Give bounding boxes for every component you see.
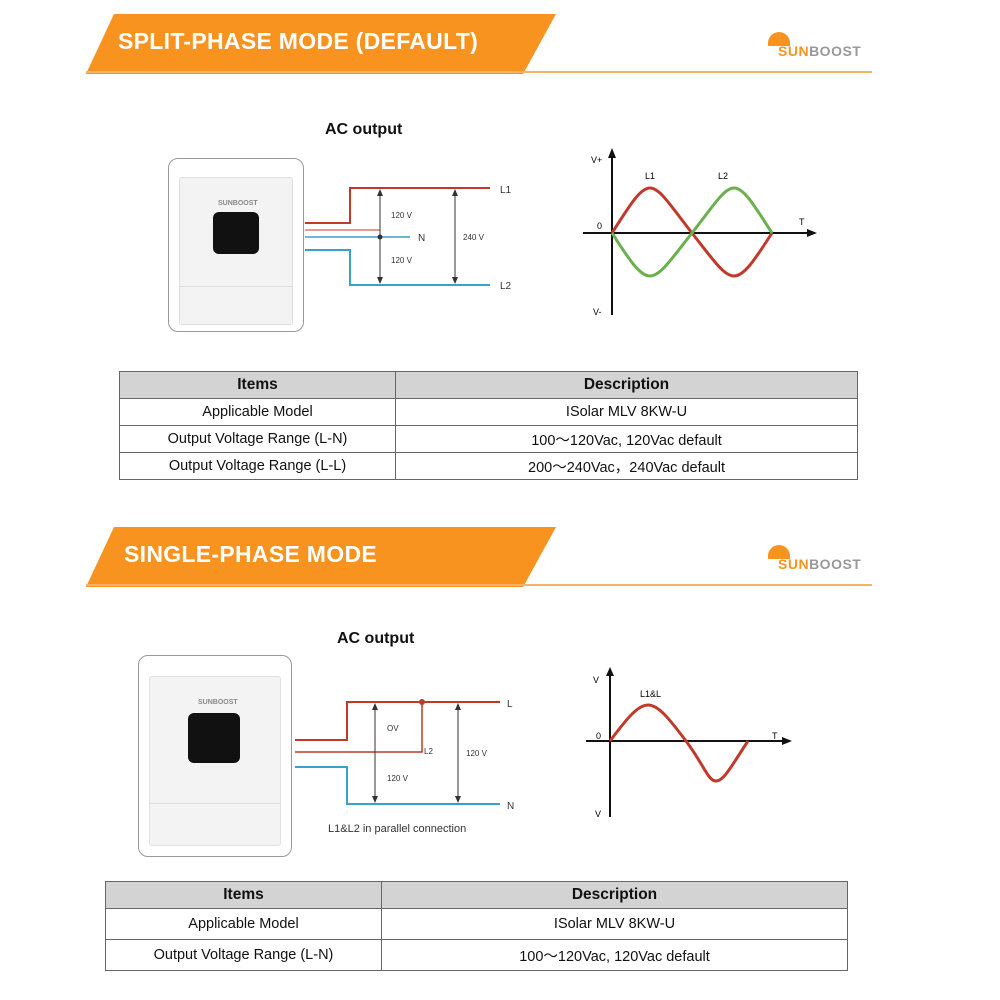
sunboost-logo: SUNBOOST	[768, 545, 878, 577]
table-cell: 100～120Vac, 120Vac default	[381, 939, 848, 971]
label-wave-l1l: L1&L	[640, 689, 661, 699]
header-items: Items	[119, 371, 396, 399]
section-title: SPLIT-PHASE MODE (DEFAULT)	[118, 28, 479, 54]
inverter-brand-label: SUNBOOST	[218, 200, 258, 207]
single-phase-waveform: V V 0 T L1&L	[586, 667, 792, 819]
label-l: L	[507, 699, 513, 710]
label-vminus: V-	[593, 307, 602, 317]
table-cell: Applicable Model	[105, 908, 382, 940]
label-120v-bottom: 120 V	[387, 774, 409, 783]
section-title: SINGLE-PHASE MODE	[124, 541, 378, 567]
split-phase-spec-table: Items Description Applicable Model ISola…	[119, 371, 858, 480]
inverter-icon: SUNBOOST	[179, 177, 293, 325]
parallel-caption: L1&L2 in parallel connection	[328, 823, 466, 835]
label-l2: L2	[500, 281, 512, 292]
table-header-row: Items Description	[119, 371, 858, 399]
label-v-top: V	[593, 675, 599, 685]
table-cell: Output Voltage Range (L-L)	[119, 452, 396, 480]
wire-n	[295, 766, 500, 805]
wire-l1	[305, 187, 490, 224]
label-t: T	[772, 731, 778, 741]
split-phase-waveform: V+ V- 0 T L1 L2	[583, 148, 817, 317]
split-phase-wiring-diagram: 120 V 120 V 240 V N L1 L2	[305, 185, 512, 292]
table-row: Output Voltage Range (L-N) 100～120Vac, 1…	[105, 939, 848, 971]
label-n: N	[507, 801, 514, 812]
label-vplus: V+	[591, 155, 602, 165]
label-wave-l2: L2	[718, 171, 728, 181]
banner-underline	[86, 71, 872, 73]
ac-output-title: AC output	[337, 630, 415, 647]
sun-icon	[768, 32, 790, 46]
header-description: Description	[381, 881, 848, 909]
table-row: Applicable Model ISolar MLV 8KW-U	[105, 908, 848, 940]
single-phase-spec-table: Items Description Applicable Model ISola…	[105, 881, 848, 971]
table-cell: Output Voltage Range (L-N)	[119, 425, 396, 453]
wire-l2	[305, 249, 490, 286]
banner-underline	[86, 584, 872, 586]
table-header-row: Items Description	[105, 881, 848, 909]
table-cell: 100～120Vac, 120Vac default	[395, 425, 858, 453]
label-120v-bottom: 120 V	[391, 256, 413, 265]
wave-l1l	[608, 703, 750, 783]
label-l2: L2	[424, 747, 433, 756]
label-t: T	[799, 217, 805, 227]
table-cell: Applicable Model	[119, 398, 396, 426]
table-row: Output Voltage Range (L-N) 100～120Vac, 1…	[119, 425, 858, 453]
wave-l2	[610, 186, 774, 278]
wire-l	[295, 701, 500, 741]
header-items: Items	[105, 881, 382, 909]
label-120v-total: 120 V	[466, 749, 488, 758]
table-cell: ISolar MLV 8KW-U	[381, 908, 848, 940]
inverter-display	[188, 713, 240, 763]
label-wave-l1: L1	[645, 171, 655, 181]
table-cell: Output Voltage Range (L-N)	[105, 939, 382, 971]
sunboost-logo: SUNBOOST	[768, 32, 878, 64]
ac-output-title: AC output	[325, 121, 403, 138]
sun-icon	[768, 545, 790, 559]
inverter-image-frame: SUNBOOST	[138, 655, 292, 857]
label-zero: 0	[597, 221, 602, 231]
label-v-bottom: V	[595, 809, 601, 819]
label-l1: L1	[500, 185, 512, 196]
inverter-icon: SUNBOOST	[149, 676, 281, 846]
wire-l2	[295, 702, 423, 753]
label-0v: OV	[387, 724, 399, 733]
single-phase-wiring-diagram: OV 120 V 120 V L2 L N L1&L2 in parallel …	[295, 699, 514, 835]
label-240v: 240 V	[463, 233, 485, 242]
header-description: Description	[395, 371, 858, 399]
label-120v-top: 120 V	[391, 211, 413, 220]
inverter-display	[213, 212, 259, 254]
inverter-image-frame: SUNBOOST	[168, 158, 304, 332]
label-n: N	[418, 233, 425, 244]
inverter-brand-label: SUNBOOST	[198, 699, 238, 706]
label-zero: 0	[596, 731, 601, 741]
table-row: Applicable Model ISolar MLV 8KW-U	[119, 398, 858, 426]
table-cell: 200～240Vac，240Vac default	[395, 452, 858, 480]
table-cell: ISolar MLV 8KW-U	[395, 398, 858, 426]
table-row: Output Voltage Range (L-L) 200～240Vac，24…	[119, 452, 858, 480]
